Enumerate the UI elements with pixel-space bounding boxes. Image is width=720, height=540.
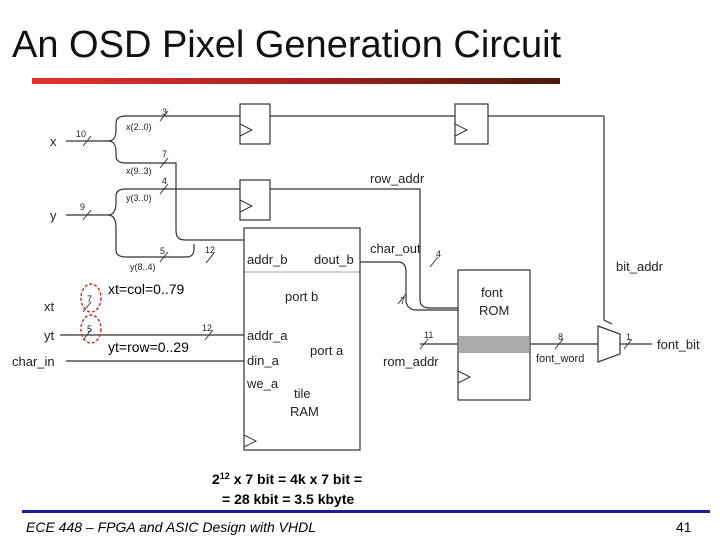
page-number: 41 [676, 519, 692, 535]
register-y [239, 179, 271, 221]
x-low-slice-label: x(2..0) [126, 122, 152, 132]
yt-width-label: 5 [87, 324, 92, 334]
ram-tile-label: tile [294, 386, 311, 401]
xt-input-label: xt [44, 299, 55, 314]
yt-highlight-circle [80, 314, 102, 344]
addr-a-width-label: 12 [202, 323, 212, 333]
rom-addr-width-label: 11 [424, 330, 433, 340]
footer-course-title: ECE 448 – FPGA and ASIC Design with VHDL [26, 519, 316, 535]
xt-annotation: xt=col=0..79 [108, 281, 184, 297]
ram-title-label: RAM [290, 404, 319, 419]
x-input-label: x [50, 134, 57, 149]
register-x-top [239, 103, 271, 145]
font-rom [457, 269, 531, 401]
yt-annotation: yt=row=0..29 [108, 339, 189, 355]
y-low-slice-label: y(3..0) [126, 193, 152, 203]
title-underline [32, 78, 560, 84]
ram-port-a-label: port a [310, 343, 344, 358]
ram-addr-b-label: addr_b [247, 252, 287, 267]
addr-b-width-label: 12 [205, 245, 215, 255]
bus-slashes [82, 110, 633, 350]
y-width-label: 9 [80, 202, 85, 212]
bit-mux [597, 325, 621, 363]
font-bit-label: font_bit [657, 337, 700, 352]
ram-we-a-label: we_a [246, 376, 279, 391]
y-input-label: y [50, 208, 57, 223]
x-width-label: 10 [76, 129, 86, 139]
xt-highlight-circle [80, 283, 102, 313]
ram-size-note-line1: 212 x 7 bit = 4k x 7 bit = [212, 471, 362, 487]
ram-din-a-label: din_a [247, 353, 280, 368]
rom-addr-label: rom_addr [383, 354, 439, 369]
char-out-label: char_out [370, 241, 421, 256]
bit-addr-label: bit_addr [616, 259, 664, 274]
char-in-label: char_in [12, 354, 55, 369]
font-word-width-label: 8 [558, 332, 563, 342]
glyph-row-width-label: 7 [400, 296, 405, 306]
yt-input-label: yt [44, 328, 55, 343]
ram-addr-a-label: addr_a [247, 328, 288, 343]
font-bit-width-label: 1 [626, 332, 631, 342]
x-high-width-label: 7 [162, 149, 167, 159]
ram-size-note-line2: = 28 kbit = 3.5 kbyte [222, 491, 355, 507]
x-high-slice-label: x(9..3) [126, 166, 152, 176]
y-high-width-label: 5 [160, 246, 165, 256]
y-low-width-label: 4 [162, 176, 167, 186]
y-high-slice-label: y(8..4) [130, 262, 156, 272]
rom-title-label: ROM [479, 303, 509, 318]
xt-width-label: 7 [87, 294, 92, 304]
ram-port-b-label: port b [285, 289, 318, 304]
tile-ram [243, 227, 361, 451]
row-addr-label: row_addr [370, 171, 425, 186]
rom-font-label: font [481, 285, 503, 300]
ram-dout-b-label: dout_b [314, 252, 354, 267]
register-x-pipe [454, 103, 489, 145]
char-out-width-label: 4 [436, 249, 441, 259]
wires [60, 115, 652, 362]
font-word-label: font_word [536, 353, 584, 365]
x-low-width-label: 3 [162, 107, 167, 117]
slide-title: An OSD Pixel Generation Circuit [12, 24, 562, 66]
footer-rule [22, 510, 710, 513]
